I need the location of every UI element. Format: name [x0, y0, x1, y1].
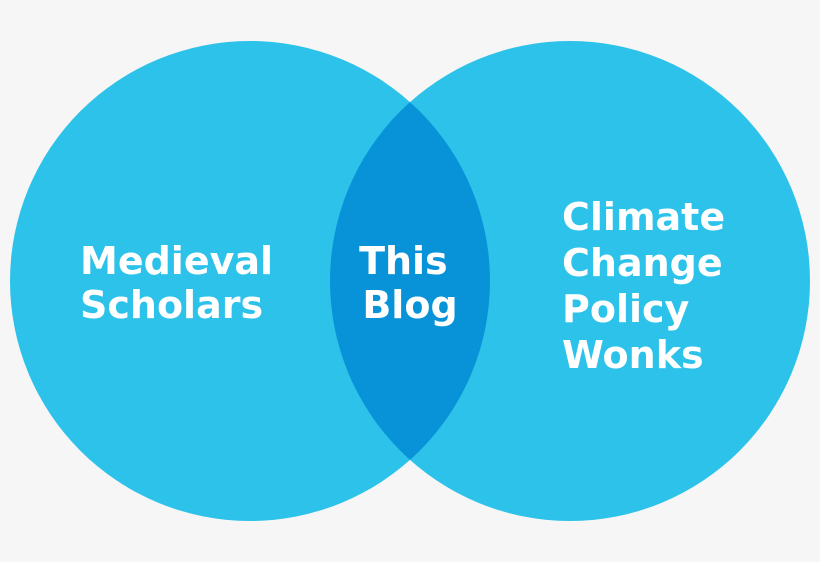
- right-set-label: Climate Change Policy Wonks: [562, 195, 738, 377]
- right-set-label-line-2: Change: [562, 241, 723, 285]
- right-set-label-line-4: Wonks: [562, 333, 704, 377]
- intersection-label-line-1: This: [359, 239, 448, 283]
- right-set-label-line-3: Policy: [562, 287, 690, 331]
- intersection-region: [330, 41, 490, 521]
- intersection-label: This Blog: [359, 239, 461, 327]
- intersection-label-line-2: Blog: [362, 283, 457, 327]
- left-set-label-line-1: Medieval: [80, 239, 273, 283]
- right-set-label-line-1: Climate: [562, 195, 725, 239]
- left-set-label-line-2: Scholars: [80, 283, 263, 327]
- left-set-label: Medieval Scholars: [80, 239, 286, 327]
